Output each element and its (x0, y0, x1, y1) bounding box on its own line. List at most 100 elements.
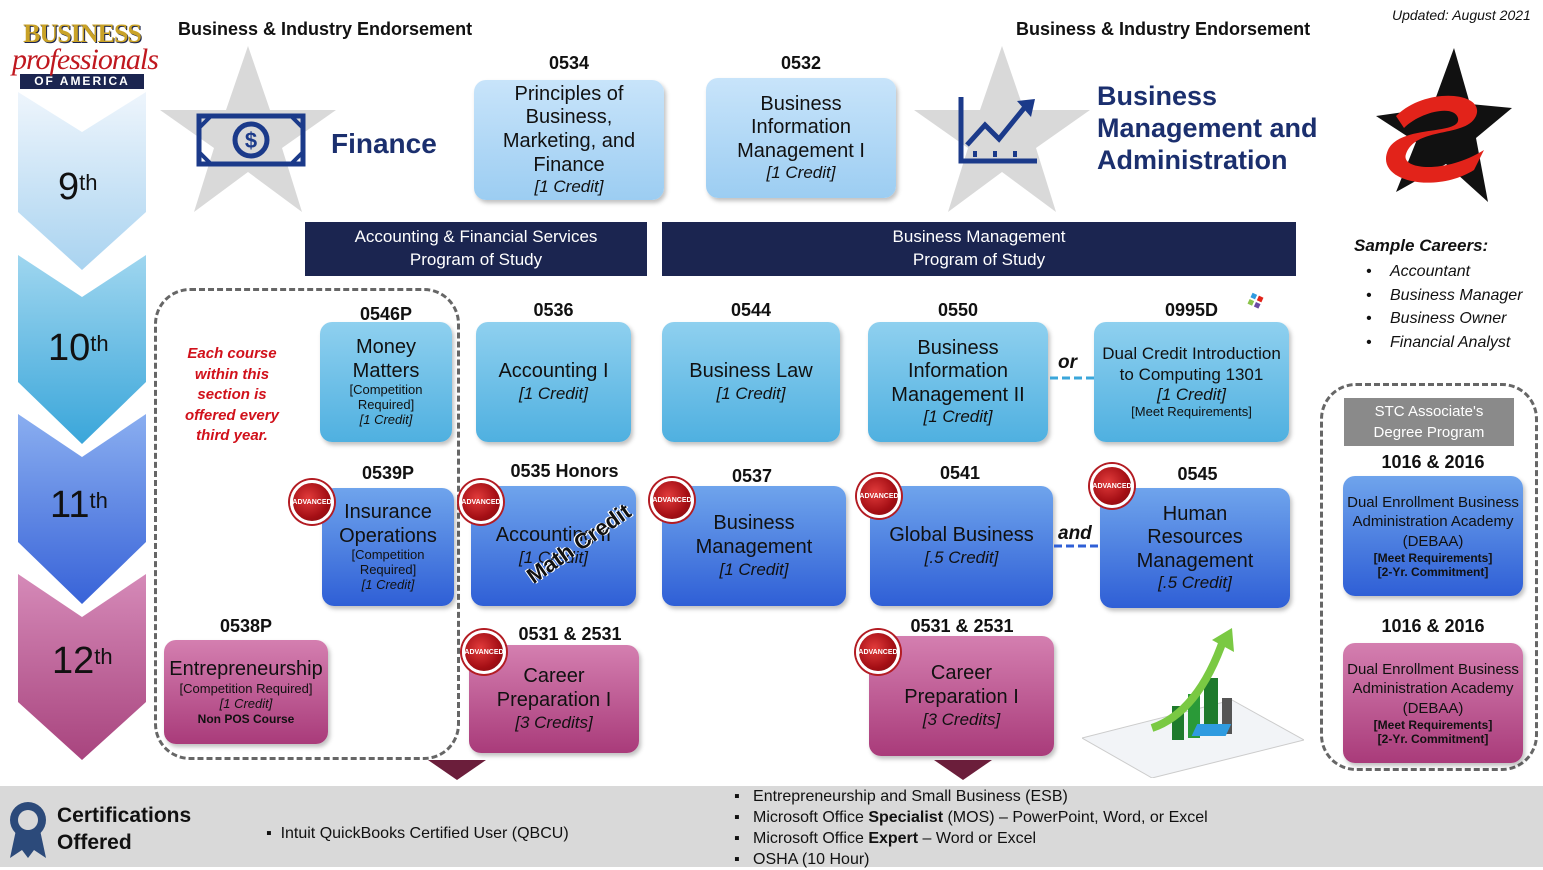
certifications-title: Certifications Offered (57, 804, 192, 854)
course-0532: Business Information Management I [1 Cre… (706, 78, 896, 198)
grade-chevrons (18, 92, 146, 760)
logo-line2: professionals (12, 43, 159, 76)
ribbon-award-icon (10, 802, 46, 858)
course-code-0538P: 0538P (219, 616, 273, 636)
course-credit: [1 Credit] (519, 547, 588, 567)
course-extra: Non POS Course (197, 711, 295, 726)
course-title: Global Business (889, 524, 1034, 547)
course-credit: [.5 Credit] (1158, 573, 1232, 593)
stc-box-sub: [2-Yr. Commitment] (1377, 732, 1489, 747)
chevron-11 (18, 414, 146, 604)
course-note: [Meet Requirements] (1131, 403, 1252, 419)
course-credit: [1 Credit] (766, 163, 836, 183)
course-note: [Competition Required] (349, 382, 423, 413)
finance-star-icon (160, 46, 336, 212)
program-banner-management: Business Management Program of Study (662, 222, 1296, 276)
course-code-0534: 0534 (548, 53, 590, 73)
career-item: •Business Owner (1366, 310, 1507, 327)
cert-item: ▪ Microsoft Office Expert – Word or Exce… (734, 830, 1037, 847)
bpa-logo: BUSINESS professionals OF AMERICA (12, 19, 159, 92)
logo-line1: BUSINESS (23, 19, 142, 48)
course-0539P: Insurance Operations [Competition Requir… (322, 488, 454, 606)
course-credit: [3 Credits] (922, 709, 1001, 729)
course-code-0544: 0544 (730, 300, 772, 320)
down-arrow-icon (428, 760, 486, 780)
connector-or: or (1058, 352, 1077, 373)
course-0541: Global Business [.5 Credit] (870, 486, 1053, 606)
stc-debaa-11th: Dual Enrollment Business Administration … (1343, 476, 1523, 596)
logo-line3: OF AMERICA (20, 74, 144, 89)
chevron-12 (18, 574, 146, 760)
chevron-9 (18, 92, 146, 270)
course-code-0550: 0550 (937, 300, 979, 320)
updated-date: Updated: August 2021 (1392, 7, 1531, 23)
connector-and: and (1058, 523, 1092, 544)
course-0536: Accounting I [1 Credit] (476, 322, 631, 442)
course-code-0546P: 0546P (359, 304, 413, 324)
course-title: Business Management (695, 512, 813, 558)
course-credit: [1 Credit] (1157, 384, 1226, 404)
course-note: [Competition Required] (351, 547, 425, 578)
course-0534: Principles of Business, Marketing, and F… (474, 80, 664, 200)
course-credit: [1 Credit] (359, 412, 413, 428)
course-title: Insurance Operations (339, 501, 437, 547)
course-title: Principles of Business, Marketing, and F… (502, 82, 636, 176)
sample-careers: Sample Careers: •Accountant •Business Ma… (1354, 236, 1523, 354)
stc-box-title: Dual Enrollment Business Administration … (1347, 660, 1519, 717)
course-title: Business Information Management I (737, 92, 865, 162)
advanced-badge-icon: ADVANCED (650, 478, 694, 522)
stc-code-1: 1016 & 2016 (1381, 452, 1485, 472)
career-item: •Business Manager (1366, 286, 1523, 304)
course-0550: Business Information Management II [1 Cr… (868, 322, 1048, 442)
course-code-0535: 0535 Honors (510, 461, 619, 481)
advanced-badge-icon: ADVANCED (290, 480, 334, 524)
course-title: Accounting II (495, 524, 612, 547)
svg-text:$: $ (245, 128, 257, 153)
stc-code-2: 1016 & 2016 (1381, 616, 1485, 636)
course-credit: [3 Credits] (515, 712, 593, 732)
course-title: Business Information Management II (891, 336, 1025, 406)
course-code-0531-right: 0531 & 2531 (910, 616, 1014, 636)
course-0544: Business Law [1 Credit] (662, 322, 840, 442)
endorsement-header-right: Business & Industry Endorsement (1016, 19, 1311, 39)
money-icon: $ (196, 113, 306, 167)
course-note: [Competition Required] (179, 680, 313, 696)
course-title: Career Preparation I (496, 665, 612, 711)
advanced-badge-icon: ADVANCED (462, 630, 506, 674)
stc-debaa-12th: Dual Enrollment Business Administration … (1343, 643, 1523, 763)
course-code-0536: 0536 (533, 300, 574, 320)
grade-9: 9th (58, 166, 98, 208)
cert-item: ▪ Intuit QuickBooks Certified User (QBCU… (266, 825, 569, 842)
course-credit: [1 Credit] (716, 383, 786, 403)
course-code-0541: 0541 (939, 463, 981, 483)
grade-10: 10th (48, 327, 109, 369)
advanced-badge-icon: ADVANCED (856, 630, 900, 674)
stc-box-sub: [2-Yr. Commitment] (1377, 565, 1489, 580)
course-code-0995D: 0995D (1164, 300, 1219, 320)
course-title: Dual Credit Introduction to Computing 13… (1102, 344, 1281, 384)
stc-college-logo-icon (1234, 291, 1307, 356)
school-star-logo (1376, 48, 1512, 202)
course-code-0537: 0537 (731, 466, 773, 486)
rotation-note: Each course within this section is offer… (185, 345, 279, 444)
stc-degree-banner: STC Associate's Degree Program (1344, 398, 1514, 446)
management-star-icon (914, 46, 1090, 212)
cert-item: ▪ OSHA (10 Hour) (734, 851, 870, 868)
course-title: Entrepreneurship (169, 658, 323, 681)
cert-list-right: ▪ Entrepreneurship and Small Business (E… (734, 786, 1208, 870)
course-code-0531-left: 0531 & 2531 (518, 624, 622, 644)
cert-item: ▪ Microsoft Office Specialist (MOS) – Po… (734, 809, 1208, 826)
advanced-badge-icon: ADVANCED (459, 480, 503, 524)
chevron-10 (18, 255, 146, 444)
course-code-0545: 0545 (1177, 464, 1218, 484)
course-0995D: Dual Credit Introduction to Computing 13… (1094, 322, 1289, 442)
course-0546P: Money Matters [Competition Required] [1 … (320, 322, 452, 442)
career-item: •Financial Analyst (1366, 333, 1511, 351)
course-credit: [1 Credit] (361, 577, 415, 593)
course-code-0539P: 0539P (361, 463, 415, 483)
cluster-management-title: Business Management and Administration (1097, 81, 1318, 175)
course-code-0532: 0532 (780, 53, 822, 73)
cert-item: ▪ Entrepreneurship and Small Business (E… (734, 788, 1068, 805)
endorsement-header-left: Business & Industry Endorsement (178, 19, 473, 39)
course-title: Career Preparation I (904, 662, 1019, 708)
